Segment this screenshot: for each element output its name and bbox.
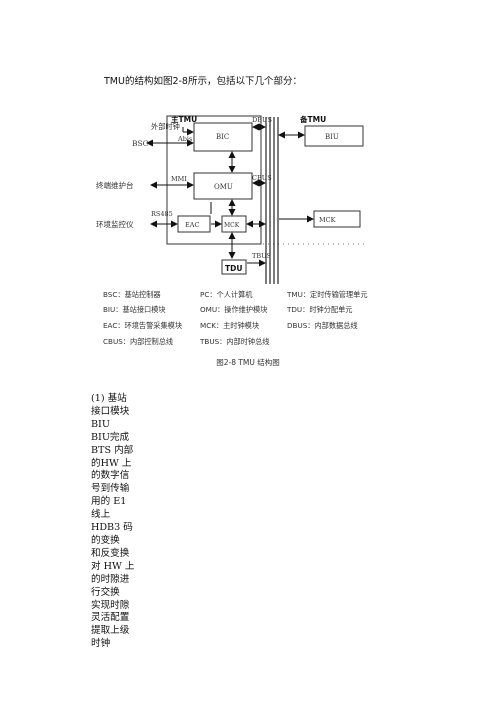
body-line: 和反变换 [91,547,130,559]
backup-tmu-label: 备TMU [299,114,326,124]
body-line: 灵活配置 [91,612,130,624]
body-line: 的数字信 [91,470,130,482]
eac-label: EAC [185,221,199,229]
body-line: 的时隙进 [91,573,130,585]
legend-item: BSC：基站控制器 [103,290,161,299]
backup-biu-box [304,125,364,147]
body-line: 的HW 上 [91,457,132,469]
legend-item: MCK：主时钟模块 [200,321,260,330]
body-line: BIU完成 [91,431,130,443]
env-monitor-label: 环境监控仪 [96,219,134,229]
body-line: 接口模块 [91,405,130,417]
body-line: 提取上级 [91,625,130,637]
terminal-label: 终端维护台 [96,180,134,190]
main-tmu-label: 主TMU [171,114,197,124]
backup-mck-box [313,210,361,228]
body-line: 号到传输 [91,483,130,495]
body-line: 实现时隙 [91,599,130,611]
body-text: (1) 基站 接口模块 BIU BIU完成 BTS 内部 的HW 上 的数字信 … [91,393,153,651]
bic-label: BIC [216,133,229,141]
bic-box [193,122,253,152]
body-line: 行交换 [91,586,120,598]
body-line: BIU [91,418,110,430]
mmi-label: MMI [171,175,187,183]
legend-item: OMU：操作维护模块 [200,305,268,314]
legend-item: TBUS：内部时钟总线 [200,337,270,346]
mck-label: MCK [224,222,240,229]
tdu-box [221,259,247,275]
body-line: 用的 E1 [91,496,127,508]
body-line: BTS 内部 [91,444,134,456]
rs485-label: RS485 [151,210,173,218]
backup-biu-label: BIU [325,133,339,141]
eac-box [177,215,211,233]
legend-item: BIU：基站接口模块 [103,305,166,314]
tbus-label: TBUS [252,252,271,260]
ext-clock-label: 外部时钟 [151,122,180,131]
bsc-label: BSC [132,139,149,148]
figure-caption: 图2-8 TMU 结构图 [216,358,280,367]
body-line: 对 HW 上 [91,560,135,572]
body-line: 的变换 [91,534,120,546]
omu-label: OMU [214,183,233,191]
body-line: HDB3 码 [91,522,133,534]
abis-label: Abis [177,135,192,143]
legend-item: EAC：环境告警采集模块 [103,321,183,330]
legend-item: PC：个人计算机 [200,290,253,299]
intro-text: TMU的结构如图2-8所示，包括以下几个部分： [104,76,302,87]
legend-item: CBUS：内部控制总线 [103,337,174,346]
legend-item: TMU：定时传输管理单元 [287,290,368,299]
backup-mck-label: MCK [319,216,336,224]
body-line: (1) 基站 [91,393,127,404]
tdu-label: TDU [225,264,242,273]
legend-item: DBUS：内部数据总线 [287,321,358,330]
omu-box [193,172,253,200]
legend-item: TDU：时钟分配单元 [287,305,353,314]
dbus-label: DBUS [252,116,272,124]
body-line: 线上 [91,509,111,521]
cbus-label: CBUS [252,174,272,182]
body-line: 时钟 [91,638,111,650]
